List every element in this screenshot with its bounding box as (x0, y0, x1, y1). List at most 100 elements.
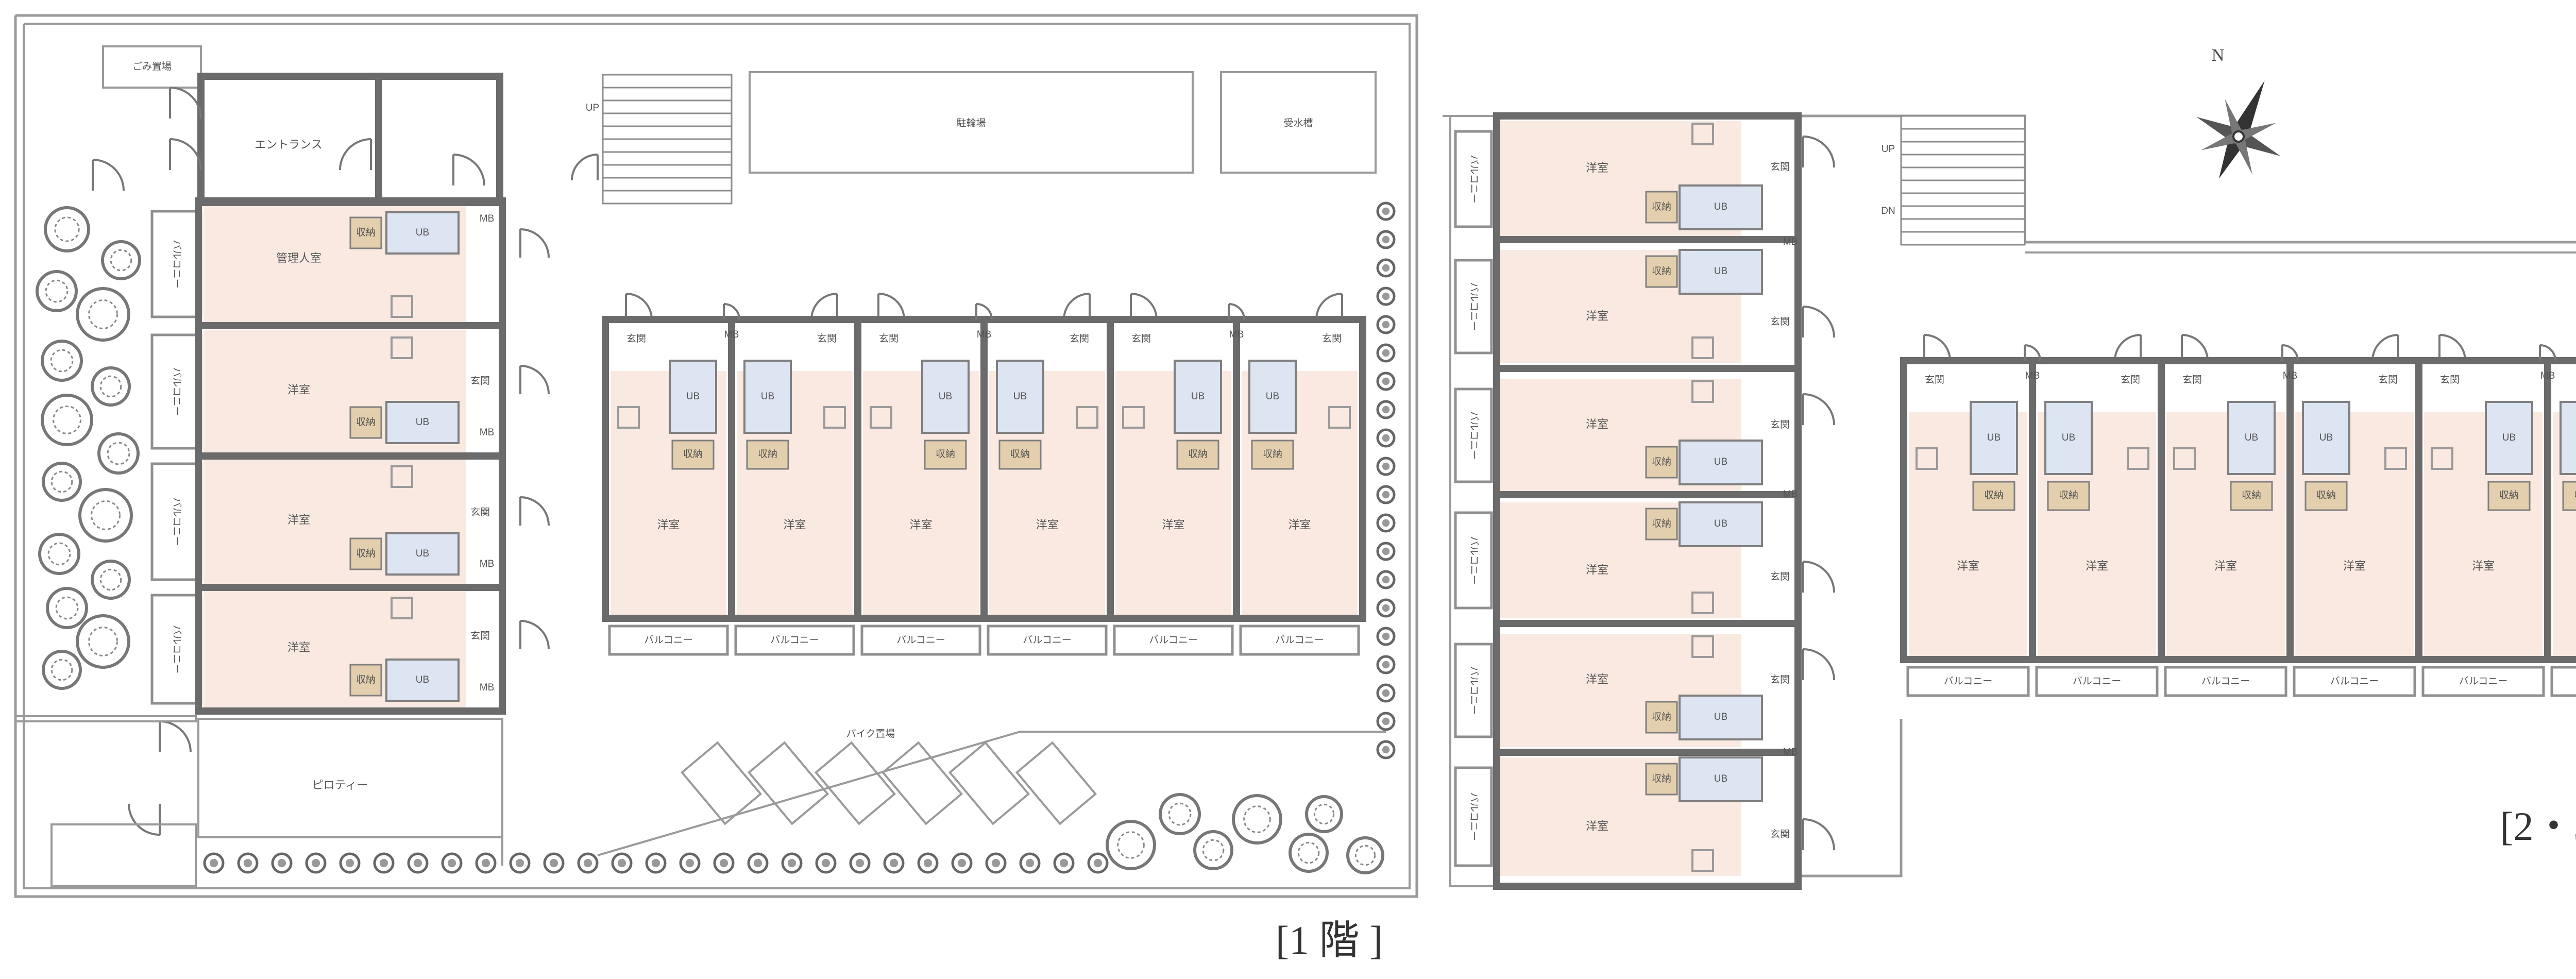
shrub (237, 852, 259, 874)
storage-label: 収納 (356, 674, 376, 685)
balcony (1454, 387, 1493, 483)
bicycle-parking (749, 71, 1194, 174)
bath-label: UB (686, 391, 700, 402)
unit-door (810, 293, 838, 320)
bath-label: UB (416, 674, 429, 685)
balcony-label: バルコニー (2330, 676, 2379, 687)
unit-door (625, 293, 653, 320)
room-label: 洋室 (1586, 673, 1608, 686)
bath-label: UB (2502, 432, 2516, 443)
balcony-label: バルコニー (770, 635, 819, 646)
room-label: 洋室 (1036, 518, 1058, 531)
meter-label: MB (977, 329, 992, 340)
bath-label: UB (416, 548, 429, 559)
shrub (1376, 740, 1396, 759)
storage (2047, 481, 2090, 511)
meter-label: MB (724, 329, 739, 340)
balcony (150, 210, 202, 318)
shrub (1376, 683, 1396, 703)
balcony (150, 594, 202, 705)
shrub (883, 852, 905, 874)
room-label: 洋室 (287, 641, 310, 654)
shrub (815, 852, 837, 874)
unit-door (2438, 334, 2466, 361)
side-door (92, 159, 125, 191)
meter-label: MB (480, 559, 495, 569)
room-label: 洋室 (2086, 560, 2108, 572)
bike-slot (680, 741, 762, 825)
shrub (985, 852, 1007, 874)
unit-door (519, 365, 550, 395)
shrub (577, 852, 599, 874)
kitchen (391, 465, 413, 488)
storage (2230, 481, 2273, 511)
entry-label: 玄関 (1070, 333, 1089, 344)
meter-label: MB (1783, 489, 1798, 500)
meter-door (723, 303, 740, 320)
room-1f-right-walls (602, 316, 1366, 622)
stairs-2f (1900, 115, 2026, 246)
bath-unit (385, 401, 460, 444)
storage-label: 収納 (1652, 201, 1671, 212)
kitchen (823, 406, 846, 429)
shrub (1376, 201, 1396, 221)
tree (1346, 836, 1384, 874)
bike-slot (948, 741, 1030, 825)
entry-label: 玄関 (2121, 374, 2140, 385)
storage-label: 収納 (1263, 448, 1282, 460)
entry-label: 玄関 (879, 333, 899, 344)
storage-label: 収納 (356, 548, 376, 559)
shrub (1087, 852, 1109, 874)
shrub (475, 852, 497, 874)
storage (349, 664, 382, 697)
site-boundary (14, 14, 1418, 898)
shrub (1376, 712, 1396, 731)
bath-unit (2227, 401, 2276, 475)
compass-n-label: N (2212, 46, 2225, 65)
storage-label: 収納 (1984, 490, 2004, 501)
path-line (597, 731, 1386, 856)
kitchen (391, 295, 413, 318)
storage (349, 216, 382, 249)
side-door (169, 87, 202, 119)
bath-label: UB (1714, 518, 1727, 529)
bike-slot (747, 741, 829, 825)
storage-label: 収納 (2574, 490, 2576, 501)
balcony (2164, 666, 2287, 697)
room-label: 洋室 (287, 513, 310, 526)
room-label: 洋室 (1586, 418, 1608, 431)
kitchen (1916, 447, 1938, 470)
bath-unit (385, 532, 460, 576)
kitchen (1122, 406, 1145, 429)
shrub (1376, 286, 1396, 306)
bath-unit (743, 360, 792, 434)
entry-label: 玄関 (470, 507, 490, 518)
tree (41, 394, 93, 446)
room-label: 管理人室 (276, 251, 321, 264)
bath-label: UB (1191, 391, 1205, 402)
balcony (734, 624, 855, 656)
garbage-label: ごみ置場 (132, 61, 172, 72)
tree (1289, 833, 1329, 873)
kitchen (1691, 849, 1714, 872)
meter-label: MB (1783, 747, 1798, 757)
bath-unit (996, 360, 1044, 434)
storage-label: 収納 (758, 448, 777, 460)
bath-unit (2044, 401, 2093, 475)
bath-label: UB (2062, 432, 2075, 443)
balcony (1454, 259, 1493, 355)
storage-label: 収納 (1188, 448, 1208, 460)
pilotis-label: ピロティー (312, 779, 368, 791)
storage (1176, 440, 1219, 470)
stairs-1f (602, 74, 733, 205)
fence (14, 715, 197, 722)
meter-label: MB (480, 213, 495, 224)
entry-label: 玄関 (470, 375, 490, 386)
unit-door (1802, 648, 1835, 681)
bicycle-label: 駐輪場 (956, 117, 986, 129)
shrub (645, 852, 667, 874)
bath-unit (669, 360, 717, 434)
balcony-label: バルコニー (171, 367, 182, 416)
tree (46, 587, 88, 629)
balcony-label: バルコニー (1944, 676, 1993, 687)
